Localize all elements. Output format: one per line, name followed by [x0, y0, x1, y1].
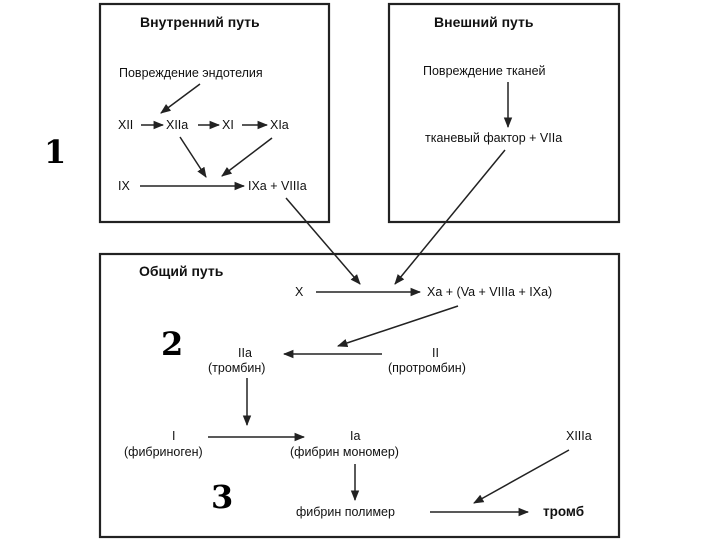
extrinsic-pathway-title: Внешний путь: [434, 14, 534, 30]
arrow-xiiia-to-polymer: [473, 449, 570, 504]
fibrin-polymer-label: фибрин полимер: [296, 505, 395, 519]
stage-label-2: 2: [161, 325, 183, 363]
tissue-damage-label: Повреждение тканей: [423, 64, 546, 78]
factor-xiia-label: XIIa: [166, 118, 188, 132]
extrinsic-pathway-box: [387, 2, 621, 224]
factor-i-label: I: [172, 429, 175, 443]
prothrombin-label: (протромбин): [388, 361, 466, 375]
tissue-factor-viia-label: тканевый фактор + VIIa: [425, 131, 562, 145]
stage-label-3: 3: [211, 478, 233, 516]
factor-iia-label: IIa: [238, 346, 252, 360]
factor-xia-label: XIa: [270, 118, 289, 132]
factor-ia-label: Ia: [350, 429, 360, 443]
intrinsic-pathway-title: Внутренний путь: [140, 14, 260, 30]
factor-xiiia-label: XIIIa: [566, 429, 592, 443]
common-pathway-title: Общий путь: [139, 263, 224, 279]
intrinsic-pathway-box: [98, 2, 331, 224]
factor-ixa-viiia-label: IXa + VIIIa: [248, 179, 307, 193]
arrow-ixa-viiia-to-xa: [285, 197, 361, 285]
arrow-xiia-to-ix-step: [179, 136, 207, 178]
factor-xa-complex-label: Xa + (Va + VIIIa + IXa): [427, 285, 552, 299]
arrow-xia-to-ix-step: [221, 137, 273, 177]
arrow-endothelium-to-xiia: [160, 83, 201, 114]
endothelium-damage-label: Повреждение эндотелия: [119, 66, 263, 80]
factor-xi-label: XI: [222, 118, 234, 132]
factor-xii-label: XII: [118, 118, 133, 132]
common-pathway-box: [98, 252, 621, 539]
factor-ii-label: II: [432, 346, 439, 360]
arrow-tissue-factor-to-xa: [394, 149, 506, 285]
thrombus-label: тромб: [543, 504, 584, 519]
fibrin-monomer-label: (фибрин мономер): [290, 445, 399, 459]
thrombin-label: (тромбин): [208, 361, 265, 375]
stage-label-1: 1: [44, 133, 66, 171]
factor-ix-label: IX: [118, 179, 130, 193]
fibrinogen-label: (фибриноген): [124, 445, 203, 459]
arrow-xa-to-thrombin-step: [337, 305, 459, 347]
factor-x-label: X: [295, 285, 304, 299]
